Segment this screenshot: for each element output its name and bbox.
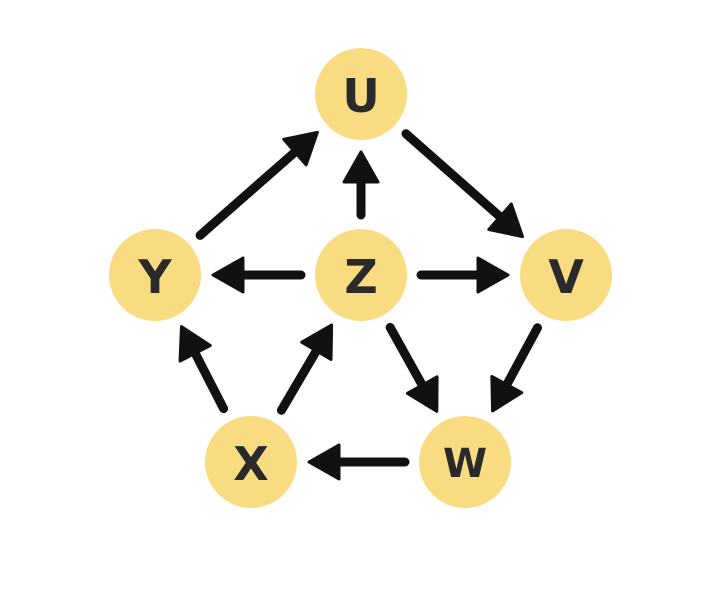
edge-shaft <box>385 322 429 394</box>
arrowhead-icon <box>282 130 319 167</box>
arrowhead-icon <box>490 374 524 413</box>
node-z: Z <box>315 229 407 321</box>
edge-v-to-w <box>490 323 542 413</box>
edge-u-to-v <box>401 129 525 239</box>
arrowhead-icon <box>405 375 439 413</box>
edge-z-to-v <box>416 256 510 294</box>
node-circle <box>205 416 297 508</box>
edge-shaft <box>401 129 508 224</box>
node-circle <box>109 229 201 321</box>
node-v: V <box>520 229 612 321</box>
node-circle <box>419 416 511 508</box>
edge-shaft <box>188 345 229 414</box>
nodes-layer: U V W X Y Z <box>109 48 612 508</box>
edge-shaft <box>500 323 542 393</box>
arrowhead-icon <box>487 202 525 239</box>
arrowhead-icon <box>300 323 334 361</box>
node-label: X <box>233 437 268 491</box>
edge-x-to-z <box>276 323 334 415</box>
node-label: W <box>443 441 487 487</box>
edge-y-to-u <box>195 130 319 240</box>
arrowhead-icon <box>307 443 341 481</box>
edge-z-to-y <box>211 256 306 294</box>
edges-layer <box>178 129 542 481</box>
edge-z-to-w <box>385 322 439 413</box>
arrowhead-icon <box>178 325 212 363</box>
node-label: Y <box>137 250 172 304</box>
arrowhead-icon <box>476 256 510 294</box>
edge-shaft <box>276 342 323 415</box>
node-circle <box>315 229 407 321</box>
edge-w-to-x <box>307 443 410 481</box>
node-u: U <box>315 48 407 140</box>
edge-x-to-y <box>178 325 229 414</box>
node-label: Z <box>344 250 377 304</box>
node-circle <box>315 48 407 140</box>
arrowhead-icon <box>342 150 380 184</box>
node-label: V <box>548 250 584 304</box>
node-x: X <box>205 416 297 508</box>
node-y: Y <box>109 229 201 321</box>
edge-shaft <box>195 144 303 240</box>
arrowhead-icon <box>211 256 245 294</box>
node-circle <box>520 229 612 321</box>
node-w: W <box>419 416 511 508</box>
node-label: U <box>342 69 379 123</box>
edge-z-to-u <box>342 150 380 220</box>
